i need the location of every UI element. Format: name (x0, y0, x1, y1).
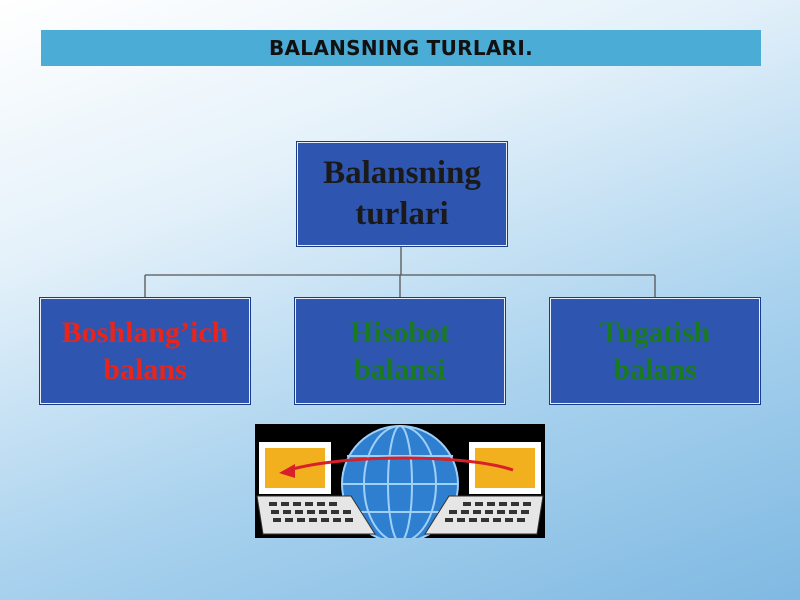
child-node-3-line1: Tugatish (599, 315, 711, 349)
child-node-2-line2: balansi (354, 353, 446, 386)
arrow-icon (279, 456, 514, 478)
child-node-tugatish: Tugatish balans (550, 298, 760, 404)
network-computers-icon (255, 424, 545, 543)
title-bar: BALANSNING TURLARI. (41, 30, 761, 66)
root-node-line1: Balansning (323, 154, 481, 191)
child-node-boshlangich: Boshlang’ich balans (40, 298, 250, 404)
child-node-1-line1: Boshlang’ich (61, 315, 229, 349)
slide-title: BALANSNING TURLARI. (268, 36, 534, 60)
child-node-hisobot: Hisobot balansi (295, 298, 505, 404)
root-node: Balansning turlari (297, 142, 507, 246)
child-node-2-line1: Hisobot (349, 315, 451, 349)
root-node-line2: turlari (355, 196, 449, 232)
left-laptop-icon (256, 442, 376, 535)
child-node-1-line2: balans (103, 353, 187, 386)
right-laptop-icon (424, 442, 544, 535)
child-node-3-line2: balans (613, 353, 697, 386)
